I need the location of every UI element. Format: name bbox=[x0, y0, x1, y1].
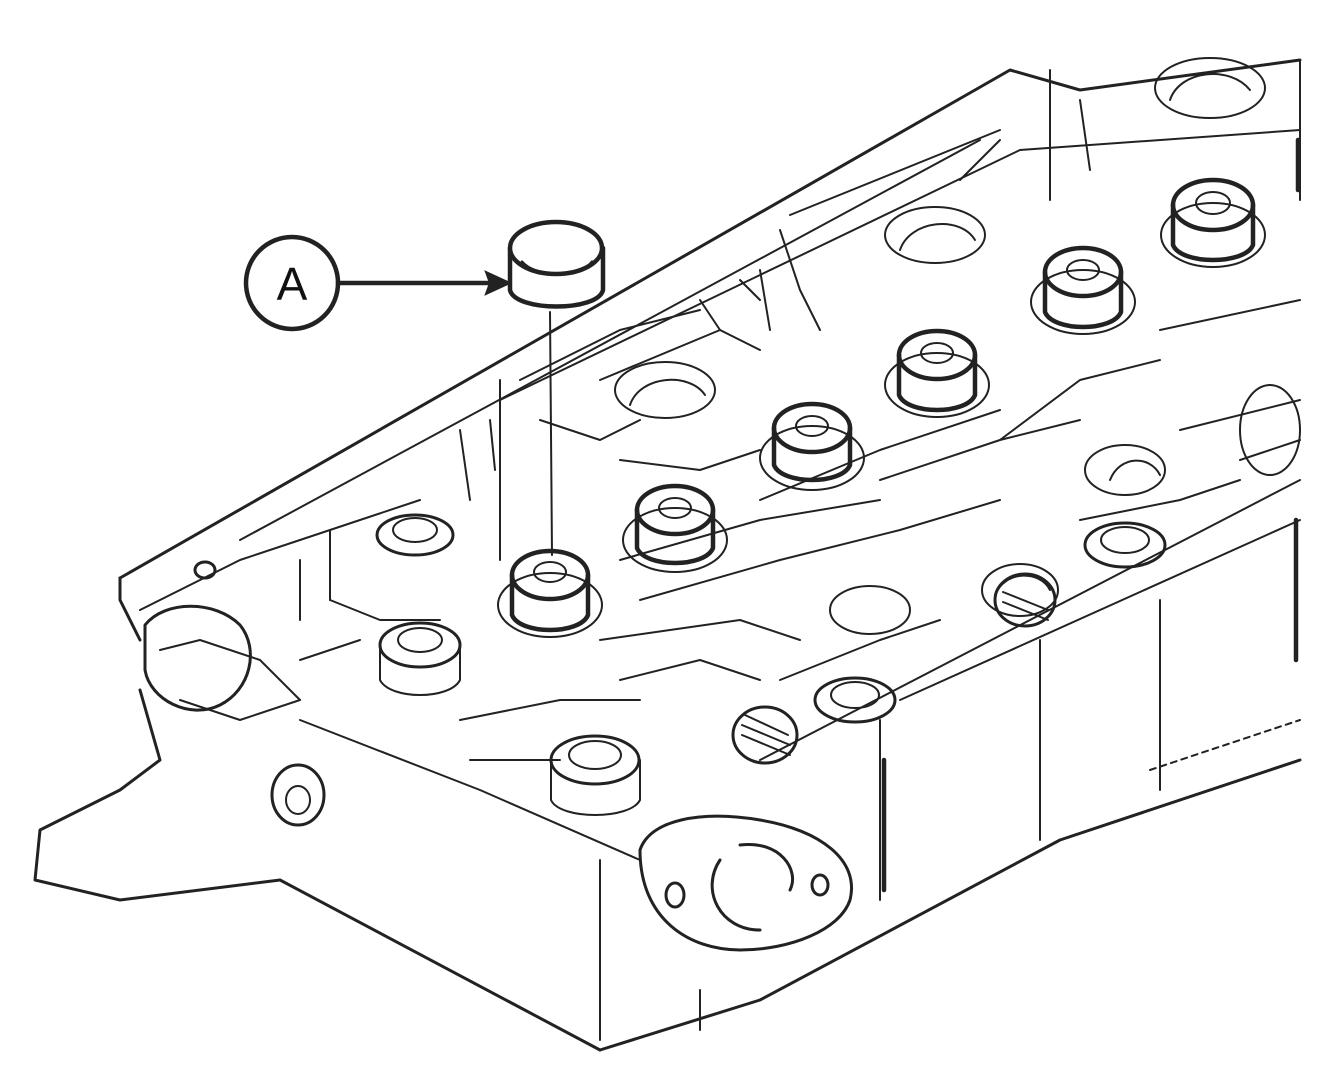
valve-cap bbox=[634, 483, 716, 566]
port-openings bbox=[614, 57, 1301, 635]
callout-arrowhead bbox=[484, 270, 513, 296]
lower-bolt-bosses bbox=[375, 513, 1167, 816]
valve-cap bbox=[1042, 245, 1124, 330]
callout-label: A bbox=[277, 258, 308, 310]
cylinder-head-body bbox=[33, 58, 1302, 1052]
mounting-flange bbox=[143, 560, 853, 952]
valve-stem-caps bbox=[497, 177, 1266, 638]
installation-line bbox=[549, 311, 553, 556]
callout-a: A bbox=[243, 234, 513, 332]
valve-cap-exploded bbox=[507, 219, 606, 556]
valve-cap bbox=[896, 328, 978, 413]
internal-web-lines bbox=[139, 269, 1301, 761]
valve-cap bbox=[1170, 177, 1256, 263]
valve-cap bbox=[509, 548, 591, 633]
valve-cap bbox=[771, 401, 853, 483]
